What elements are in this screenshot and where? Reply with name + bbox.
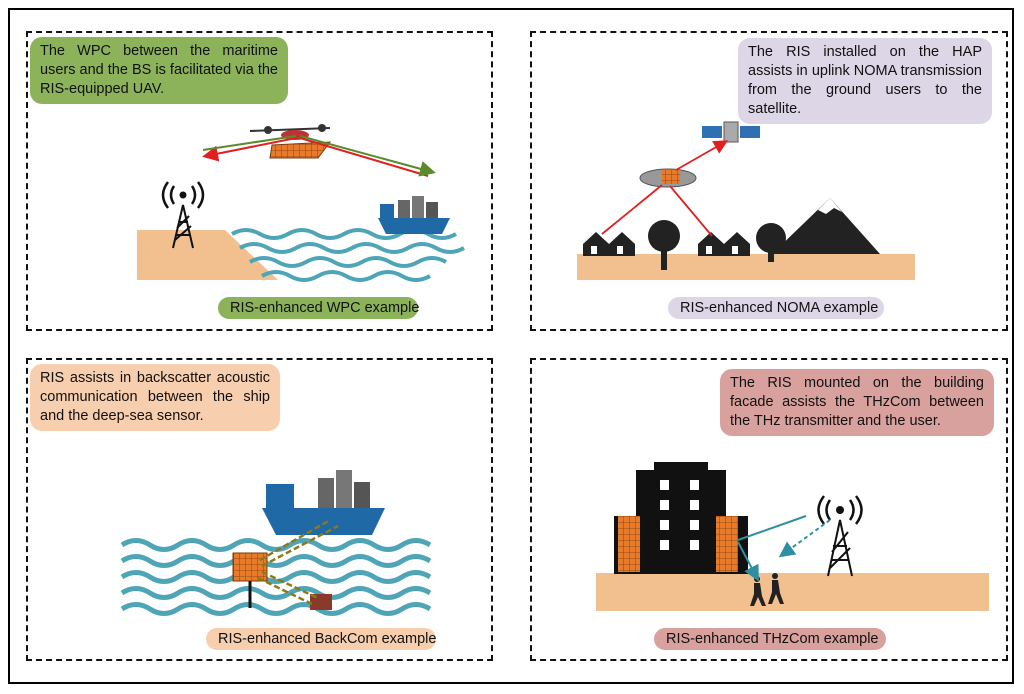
thz-links xyxy=(737,515,831,582)
wpc-caption: RIS-enhanced WPC example xyxy=(218,297,419,319)
backcom-note: RIS assists in backscatter acoustic comm… xyxy=(30,364,280,431)
figure-frame xyxy=(8,8,1014,684)
thzcom-scene xyxy=(596,462,989,611)
wpc-links xyxy=(202,135,436,177)
noma-caption: RIS-enhanced NOMA example xyxy=(668,297,884,319)
thz-transmitter-tower-icon xyxy=(817,495,863,577)
noma-ground xyxy=(577,254,915,280)
wpc-scene xyxy=(137,124,465,282)
backcom-ship-icon xyxy=(262,470,385,535)
underwater-ris-icon xyxy=(232,552,268,608)
thzcom-caption: RIS-enhanced THzCom example xyxy=(654,628,886,650)
office-building-icon xyxy=(614,462,748,574)
backcom-caption: RIS-enhanced BackCom example xyxy=(206,628,436,650)
panel-noma xyxy=(530,31,1008,331)
facade-ris-right xyxy=(716,516,738,572)
noma-note: The RIS installed on the HAP assists in … xyxy=(738,38,992,124)
shore-ground xyxy=(137,230,278,280)
cargo-ship-icon xyxy=(378,196,450,234)
trees-icon xyxy=(648,220,786,270)
backcom-links xyxy=(257,518,339,606)
panel-wpc xyxy=(26,31,493,331)
panel-backcom xyxy=(26,358,493,661)
wpc-note: The WPC between the maritime users and t… xyxy=(30,37,288,104)
satellite-icon xyxy=(702,121,760,143)
uav-ris-icon xyxy=(249,124,332,159)
base-station-tower-icon xyxy=(161,181,205,249)
noma-links xyxy=(601,140,729,237)
hap-airship-icon xyxy=(639,168,697,188)
mountain-icon xyxy=(772,198,880,254)
panel-thzcom xyxy=(530,358,1008,661)
noma-scene xyxy=(577,121,915,280)
thz-ground xyxy=(596,573,989,611)
facade-ris-left xyxy=(618,516,640,572)
ocean-waves xyxy=(231,228,465,282)
houses-icon xyxy=(583,232,750,256)
thzcom-note: The RIS mounted on the building facade a… xyxy=(720,369,994,436)
backcom-scene xyxy=(120,470,432,616)
